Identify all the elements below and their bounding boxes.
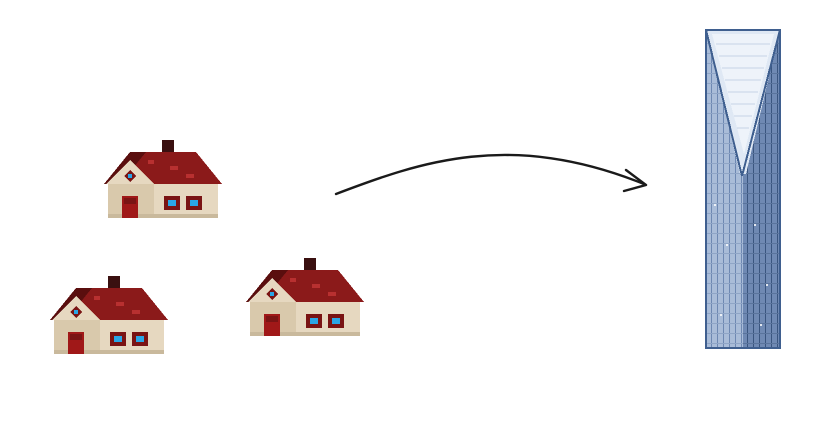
house-icon <box>46 274 172 356</box>
house-icon <box>242 256 368 338</box>
skyscraper-icon <box>700 24 786 354</box>
curved-arrow-icon <box>330 140 660 210</box>
house-icon <box>100 138 226 220</box>
